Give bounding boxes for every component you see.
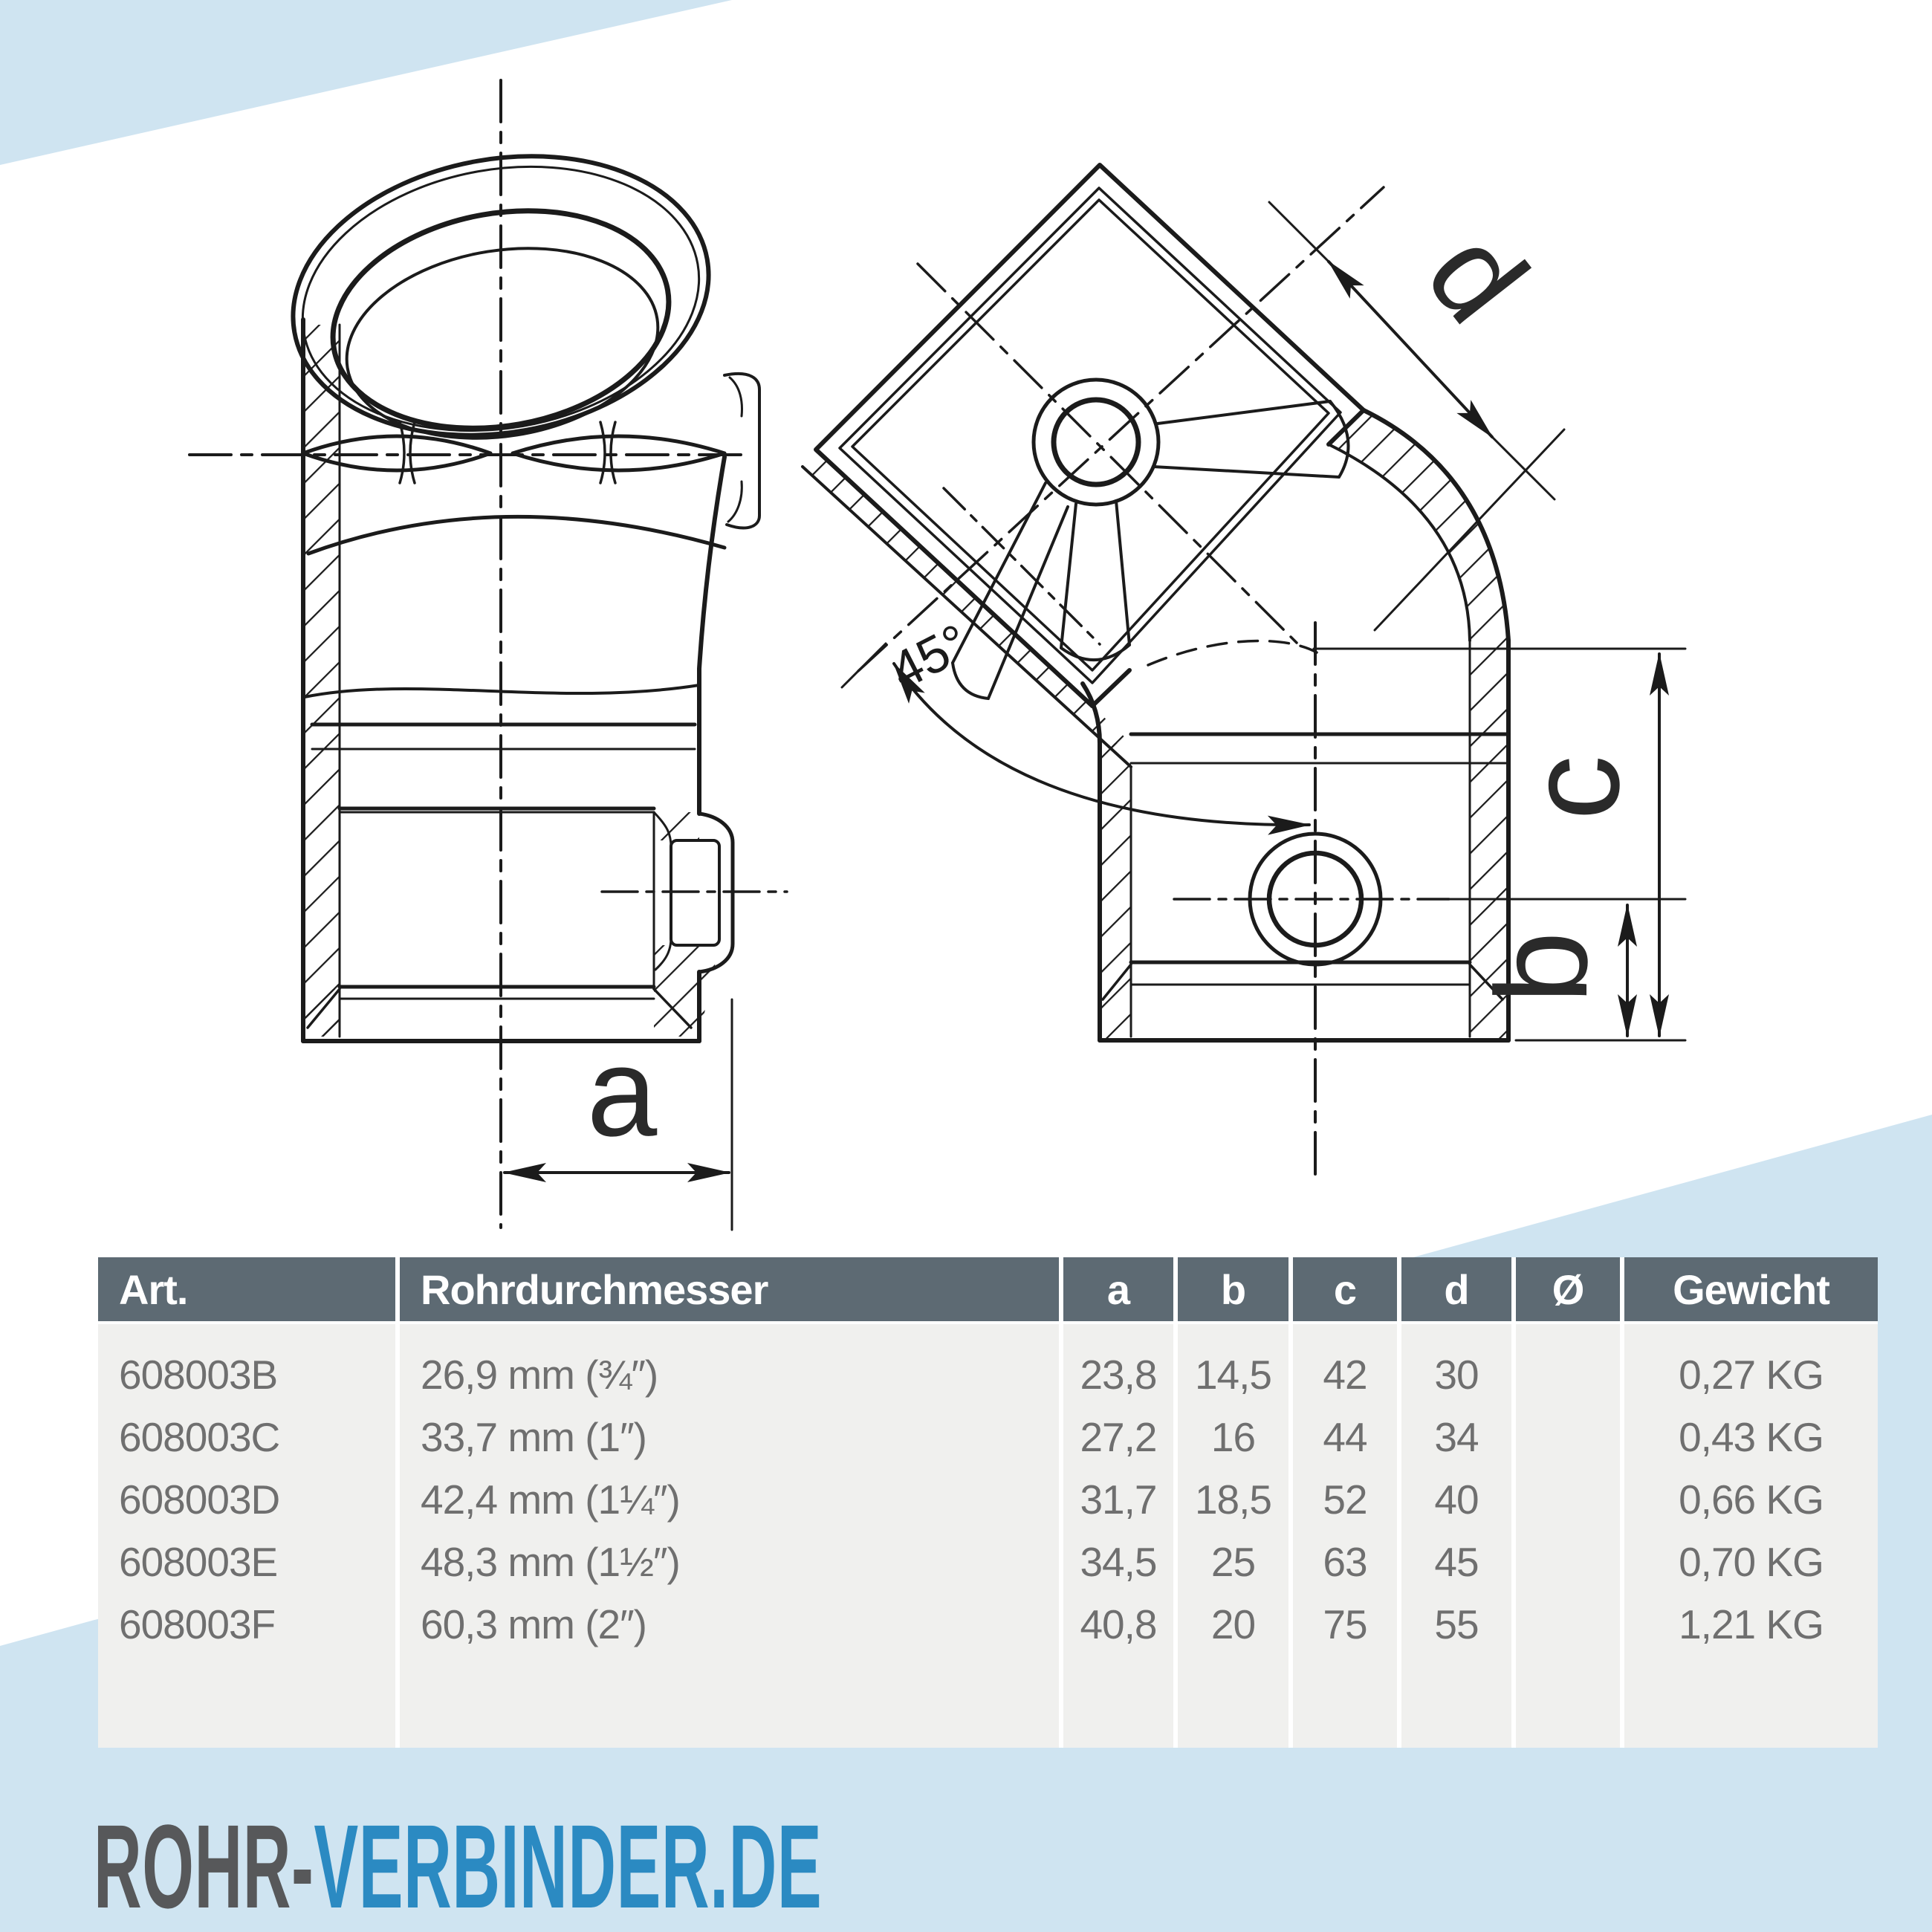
table-cell: 34,5 <box>1080 1539 1157 1585</box>
table-cell: 608003D <box>119 1476 280 1523</box>
table-cell: 0,43 KG <box>1679 1414 1824 1460</box>
col-header-rohrdurchmesser: Rohrdurchmesser <box>400 1257 1059 1321</box>
col-header-a: a <box>1063 1257 1173 1321</box>
table-cell: 45 <box>1434 1539 1479 1585</box>
table-cell: 0,27 KG <box>1679 1352 1824 1398</box>
brand-logo: ROHR-VERBINDER.DE <box>94 1807 822 1926</box>
col-header-d: d <box>1401 1257 1511 1321</box>
table-cell: 60,3 mm (2″) <box>421 1601 647 1647</box>
col-a: 23,8 27,2 31,7 34,5 40,8 <box>1063 1324 1173 1748</box>
brand-logo-part1: ROHR- <box>94 1800 314 1932</box>
table-cell: 75 <box>1323 1601 1367 1647</box>
table-cell: 27,2 <box>1080 1414 1157 1460</box>
table-cell: 48,3 mm (1½″) <box>421 1539 681 1585</box>
col-header-gewicht: Gewicht <box>1624 1257 1878 1321</box>
table-cell: 14,5 <box>1194 1352 1272 1398</box>
col-header-art: Art. <box>98 1257 395 1321</box>
table-cell: 608003E <box>119 1539 278 1585</box>
table-cell: 23,8 <box>1080 1352 1157 1398</box>
col-header-b: b <box>1178 1257 1288 1321</box>
table-cell: 18,5 <box>1194 1476 1272 1523</box>
table-cell: 40 <box>1434 1476 1479 1523</box>
table-cell: 42,4 mm (1¼″) <box>421 1476 681 1523</box>
section-view-45: 45° d c b <box>801 163 1687 1184</box>
brand-logo-part2: VERBINDER.DE <box>314 1800 823 1932</box>
dim-b-label: b <box>1470 931 1615 1003</box>
table-cell: 608003F <box>119 1601 276 1647</box>
table-cell: 31,7 <box>1080 1476 1157 1523</box>
table-cell: 44 <box>1323 1414 1367 1460</box>
table-cell: 608003B <box>119 1352 278 1398</box>
dim-c-label: c <box>1502 755 1647 820</box>
col-rohrdurchmesser: 26,9 mm (¾″) 33,7 mm (1″) 42,4 mm (1¼″) … <box>400 1324 1059 1748</box>
table-cell <box>1516 1468 1620 1531</box>
table-cell: 608003C <box>119 1414 280 1460</box>
table-cell: 33,7 mm (1″) <box>421 1414 647 1460</box>
table-cell: 26,9 mm (¾″) <box>421 1352 658 1398</box>
table-cell <box>1516 1406 1620 1468</box>
table-cell: 40,8 <box>1080 1601 1157 1647</box>
table-cell: 16 <box>1210 1414 1256 1460</box>
col-b: 14,5 16 18,5 25 20 <box>1178 1324 1288 1748</box>
col-art: 608003B 608003C 608003D 608003E 608003F <box>98 1324 395 1748</box>
col-header-c: c <box>1293 1257 1397 1321</box>
table-cell: 55 <box>1434 1601 1479 1647</box>
col-c: 42 44 52 63 75 <box>1293 1324 1397 1748</box>
table-cell: 63 <box>1323 1539 1367 1585</box>
col-d: 30 34 40 45 55 <box>1401 1324 1511 1748</box>
table-cell <box>1516 1343 1620 1406</box>
table-cell: 25 <box>1210 1539 1256 1585</box>
col-gewicht: 0,27 KG 0,43 KG 0,66 KG 0,70 KG 1,21 KG <box>1624 1324 1878 1748</box>
table-cell: 30 <box>1434 1352 1479 1398</box>
col-header-diameter-symbol: Ø <box>1516 1257 1620 1321</box>
dim-d-label: d <box>1400 206 1555 348</box>
table-cell: 34 <box>1434 1414 1479 1460</box>
table-cell: 42 <box>1323 1352 1367 1398</box>
dimensions-table: Art. Rohrdurchmesser a b c d Ø Gewicht 6… <box>98 1257 1878 1748</box>
table-cell: 52 <box>1323 1476 1367 1523</box>
front-view: a <box>188 79 788 1231</box>
table-cell <box>1516 1531 1620 1593</box>
table-cell: 20 <box>1210 1601 1256 1647</box>
table-cell: 0,66 KG <box>1679 1476 1824 1523</box>
dim-a-label: a <box>587 1022 658 1163</box>
table-cell <box>1516 1593 1620 1656</box>
table-cell: 0,70 KG <box>1679 1539 1824 1585</box>
table-cell: 1,21 KG <box>1679 1601 1824 1647</box>
col-diameter-symbol <box>1516 1324 1620 1748</box>
corner-wedge-top-left <box>0 0 732 165</box>
